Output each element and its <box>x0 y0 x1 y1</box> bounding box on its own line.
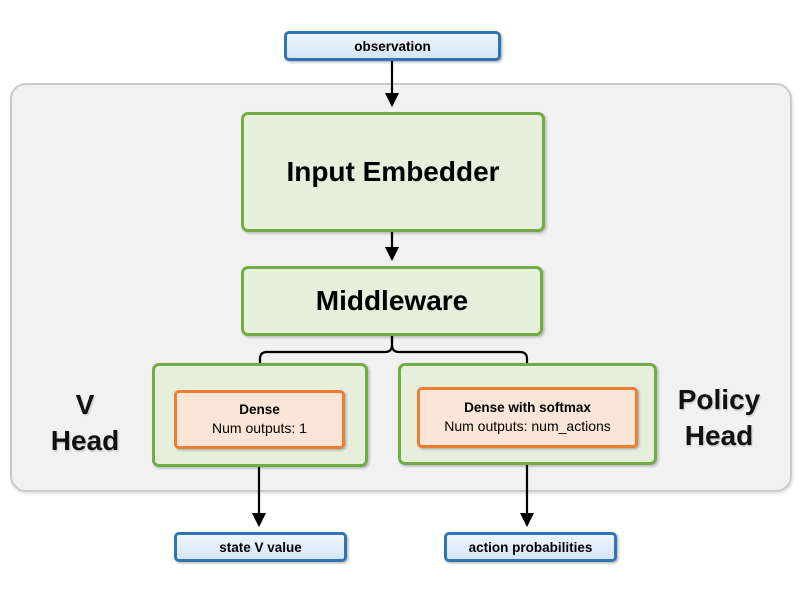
state-v-value-label: state V value <box>219 539 302 555</box>
dense-layer-subtitle: Num outputs: 1 <box>212 420 307 437</box>
observation-node: observation <box>284 31 501 61</box>
input-embedder-node: Input Embedder <box>241 112 545 232</box>
dense-with-softmax-layer-node: Dense with softmax Num outputs: num_acti… <box>417 387 638 448</box>
state-v-value-node: state V value <box>174 532 347 562</box>
input-embedder-label: Input Embedder <box>286 156 500 187</box>
observation-label: observation <box>354 38 431 54</box>
middleware-label: Middleware <box>315 285 469 316</box>
policy-head-label: Policy Head <box>677 383 761 451</box>
middleware-node: Middleware <box>241 266 543 336</box>
action-probabilities-node: action probabilities <box>444 532 617 562</box>
dense-with-softmax-subtitle: Num outputs: num_actions <box>444 418 611 435</box>
dense-with-softmax-title: Dense with softmax <box>464 399 591 415</box>
v-head-label: V Head <box>50 388 120 456</box>
dense-layer-title: Dense <box>239 401 280 417</box>
action-probabilities-label: action probabilities <box>468 539 593 555</box>
dense-layer-node: Dense Num outputs: 1 <box>174 390 345 449</box>
